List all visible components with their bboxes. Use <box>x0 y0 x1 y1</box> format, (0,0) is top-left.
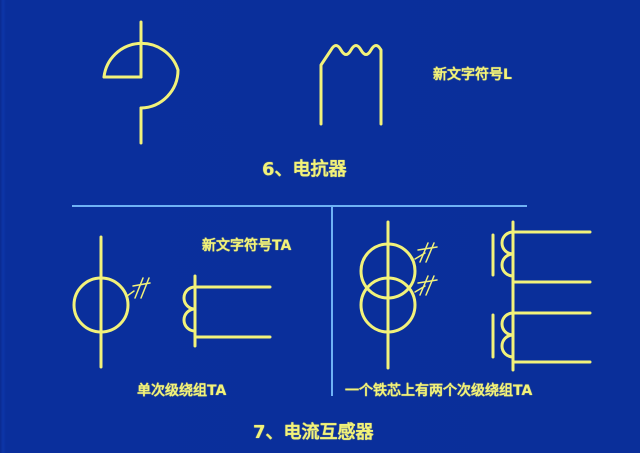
reactor-symbol-icon <box>102 20 180 145</box>
new-letter-symbol-l-label: 新文字符号L <box>433 67 512 83</box>
dividers <box>72 205 527 396</box>
section-7-title: 7、电流互感器 <box>253 422 374 443</box>
new-letter-symbol-ta-label: 新文字符号TA <box>202 238 292 254</box>
section-6-title: 6、电抗器 <box>262 159 347 180</box>
single-secondary-winding-caption: 单次级绕组TA <box>137 383 227 399</box>
ct-double-circle-icon <box>359 220 438 370</box>
ct-double-coil-icon <box>491 220 592 372</box>
ct-coil-icon <box>182 274 272 348</box>
ct-circle-icon <box>72 235 151 369</box>
dual-secondary-winding-caption: 一个铁芯上有两个次级绕组TA <box>345 383 533 399</box>
inductor-icon <box>319 44 383 126</box>
